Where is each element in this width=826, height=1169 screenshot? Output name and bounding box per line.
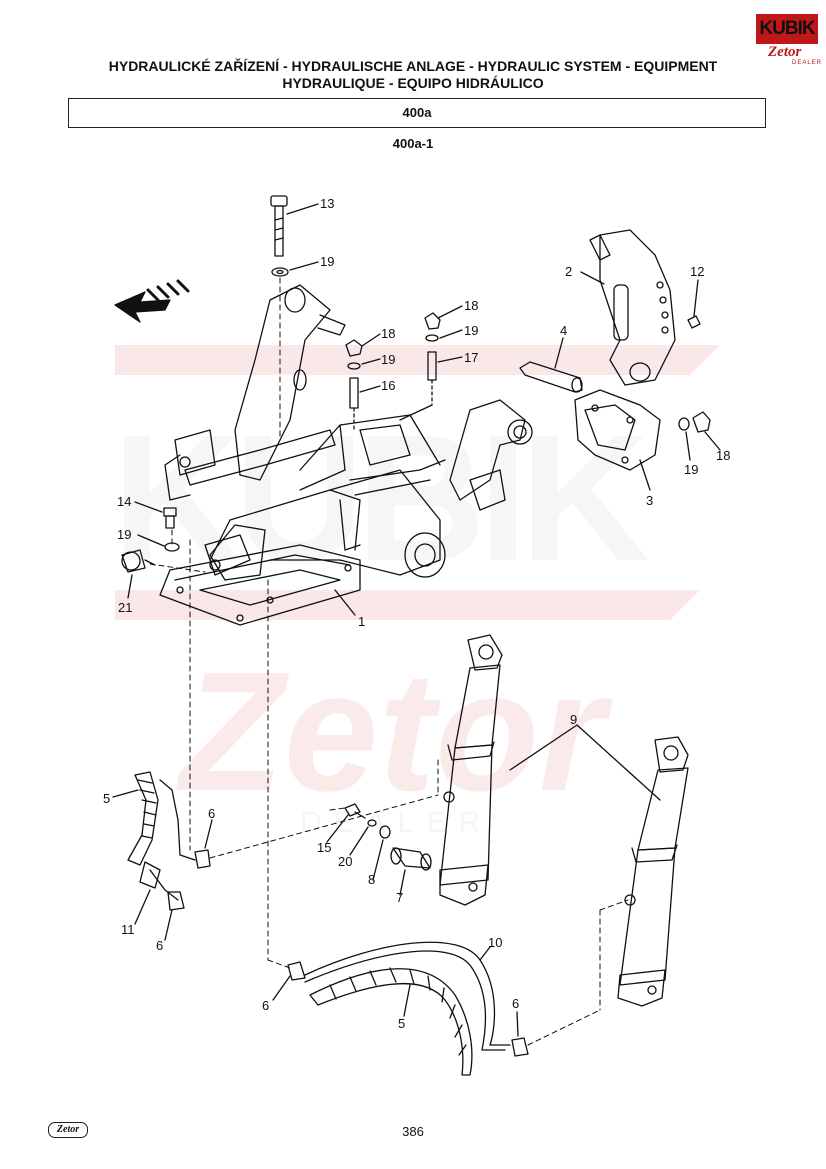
hose-10 (304, 941, 511, 1051)
logo-brand-text: KUBIK (759, 18, 815, 39)
callout-6: 6 (262, 998, 269, 1013)
bracket-2 (589, 229, 676, 386)
callout-6: 6 (156, 938, 163, 953)
title-line-1: HYDRAULICKÉ ZAŘÍZENÍ - HYDRAULISCHE ANLA… (108, 58, 718, 74)
subsection-code: 400a-1 (392, 136, 434, 151)
bolt-13 (270, 195, 288, 257)
callout-5: 5 (398, 1016, 405, 1031)
callout-1: 1 (358, 614, 365, 629)
hydraulic-housing-1 (159, 284, 533, 626)
section-code-box: 400a (68, 98, 766, 128)
logo-red-box (756, 14, 818, 44)
watermark-sub-brand: Zetor (176, 637, 613, 827)
callout-19: 19 (684, 462, 698, 477)
lift-cylinder-9-left (439, 634, 503, 906)
washer-19-mid-left (347, 362, 361, 370)
callout-10: 10 (488, 935, 502, 950)
callout-20: 20 (338, 854, 352, 869)
callout-18: 18 (381, 326, 395, 341)
callout-4: 4 (560, 323, 567, 338)
zetor-footer-logo: Zetor (48, 1122, 88, 1138)
pin-7 (390, 847, 432, 871)
washer-19-top (271, 267, 289, 277)
fitting-6-bottom-right (511, 1037, 529, 1057)
callout-12: 12 (690, 264, 704, 279)
nut-18-mid-right (424, 312, 441, 330)
logo-sub-brand: Zetor (768, 44, 802, 60)
pipe-11 (139, 861, 161, 889)
watermark-sub-label: DEALER (300, 806, 492, 839)
title-line-2: HYDRAULIQUE - EQUIPO HIDRÁULICO (282, 75, 544, 91)
callout-18: 18 (464, 298, 478, 313)
washer-20 (367, 819, 377, 827)
callout-6: 6 (208, 806, 215, 821)
washer-8 (379, 825, 391, 839)
fitting-6-lower-left (167, 891, 185, 911)
callout-15: 15 (317, 840, 331, 855)
callout-3: 3 (646, 493, 653, 508)
callout-17: 17 (464, 350, 478, 365)
callout-8: 8 (368, 872, 375, 887)
callout-16: 16 (381, 378, 395, 393)
callout-18: 18 (716, 448, 730, 463)
page-number: 386 (402, 1124, 424, 1139)
bracket-3 (574, 389, 661, 471)
callout-2: 2 (565, 264, 572, 279)
kubik-dealer-logo: KUBIK Zetor DEALER (756, 14, 821, 68)
spiral-hose-5-left (127, 771, 196, 901)
callout-13: 13 (320, 196, 334, 211)
callout-19: 19 (464, 323, 478, 338)
watermark-brand: KUBIK (112, 398, 649, 599)
fitting-6-bottom-left (287, 961, 306, 981)
callout-7: 7 (396, 890, 403, 905)
callout-19: 19 (381, 352, 395, 367)
screw-12 (687, 315, 701, 329)
lift-cylinder-9-right (617, 736, 689, 1007)
callout-11: 11 (121, 922, 135, 937)
bolt-14 (163, 507, 177, 529)
direction-arrow-icon (114, 279, 190, 323)
bolt-15 (344, 803, 366, 819)
callout-21: 21 (118, 600, 132, 615)
callout-5: 5 (103, 791, 110, 806)
nut-18-right (692, 411, 711, 433)
pin-4 (519, 361, 583, 393)
page-title: HYDRAULICKÉ ZAŘÍZENÍ - HYDRAULISCHE ANLA… (0, 58, 826, 92)
callout-14: 14 (117, 494, 131, 509)
fitting-6-upper-left (194, 849, 211, 869)
callouts: 13 19 2 12 18 19 17 18 19 16 4 14 19 21 … (103, 196, 730, 1031)
callout-19: 19 (117, 527, 131, 542)
callout-9: 9 (570, 712, 577, 727)
spiral-hose-5-bottom (309, 967, 473, 1076)
washer-19-right (678, 417, 690, 431)
watermark: KUBIK Zetor DEALER (112, 345, 720, 839)
nut-18-mid-left (345, 339, 363, 357)
logo-sub-label: DEALER (792, 60, 823, 66)
callout-19: 19 (320, 254, 334, 269)
washer-19-mid-right (425, 334, 439, 342)
callout-6: 6 (512, 996, 519, 1011)
